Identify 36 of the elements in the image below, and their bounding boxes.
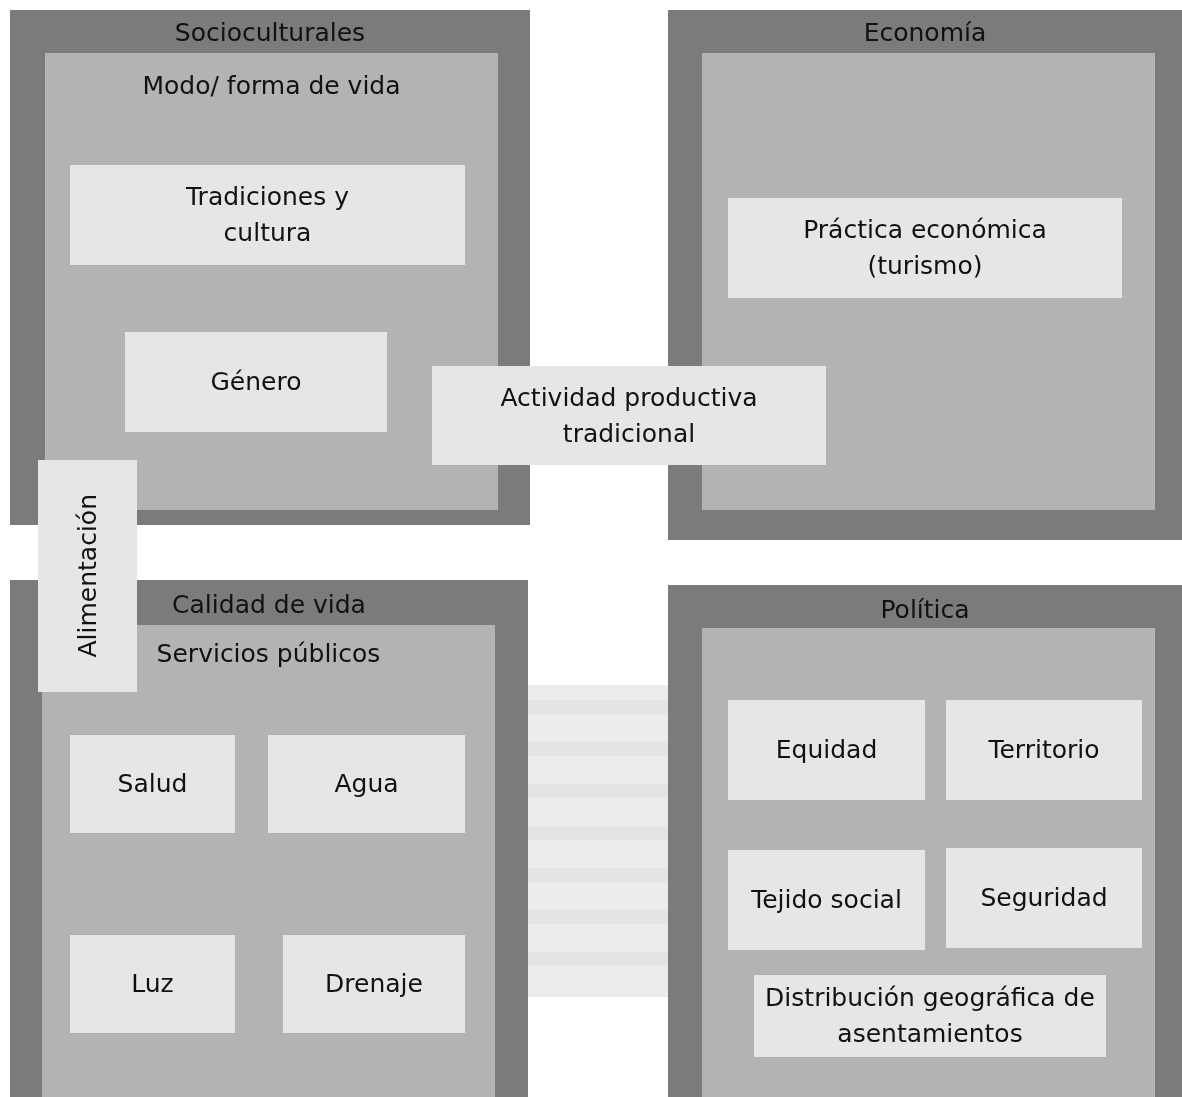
panel-heading: Socioculturales (174, 18, 366, 48)
concept-box (946, 848, 1142, 948)
concept-box (432, 366, 826, 465)
category-panel (668, 585, 1182, 1097)
subpanel-heading: Servicios públicos (156, 639, 381, 669)
inner-panel (702, 628, 1155, 1097)
concept-box (38, 460, 137, 692)
box-label: Actividad productiva tradicional (499, 381, 759, 450)
concept-box (283, 935, 465, 1033)
box-label: Agua (333, 768, 400, 800)
panel-heading: Economía (863, 18, 987, 48)
concept-box (946, 700, 1142, 800)
box-label: Drenaje (324, 968, 424, 1000)
concept-box (70, 735, 235, 833)
concept-box (728, 198, 1122, 298)
box-label: Seguridad (979, 882, 1109, 914)
concept-box (268, 735, 465, 833)
concept-box (70, 935, 235, 1033)
box-label: Luz (130, 968, 175, 1000)
subpanel-heading: Modo/ forma de vida (142, 71, 401, 101)
box-label: Alimentación (71, 494, 103, 658)
panel-heading: Política (880, 595, 970, 625)
box-label: Tradiciones y cultura (185, 181, 350, 249)
box-label: Equidad (774, 734, 879, 766)
box-label: Distribución geográfica de asentamientos (764, 982, 1096, 1050)
concept-box (728, 850, 925, 950)
box-label: Práctica económica (turismo) (802, 214, 1048, 282)
concept-box (70, 165, 465, 265)
box-label: Tejido social (750, 884, 903, 916)
concept-box (754, 975, 1106, 1057)
box-label: Territorio (987, 734, 1101, 766)
box-label: Género (209, 366, 303, 398)
panel-heading: Calidad de vida (172, 590, 366, 620)
concept-box (728, 700, 925, 800)
box-label: Salud (116, 768, 189, 800)
concept-box (125, 332, 387, 432)
